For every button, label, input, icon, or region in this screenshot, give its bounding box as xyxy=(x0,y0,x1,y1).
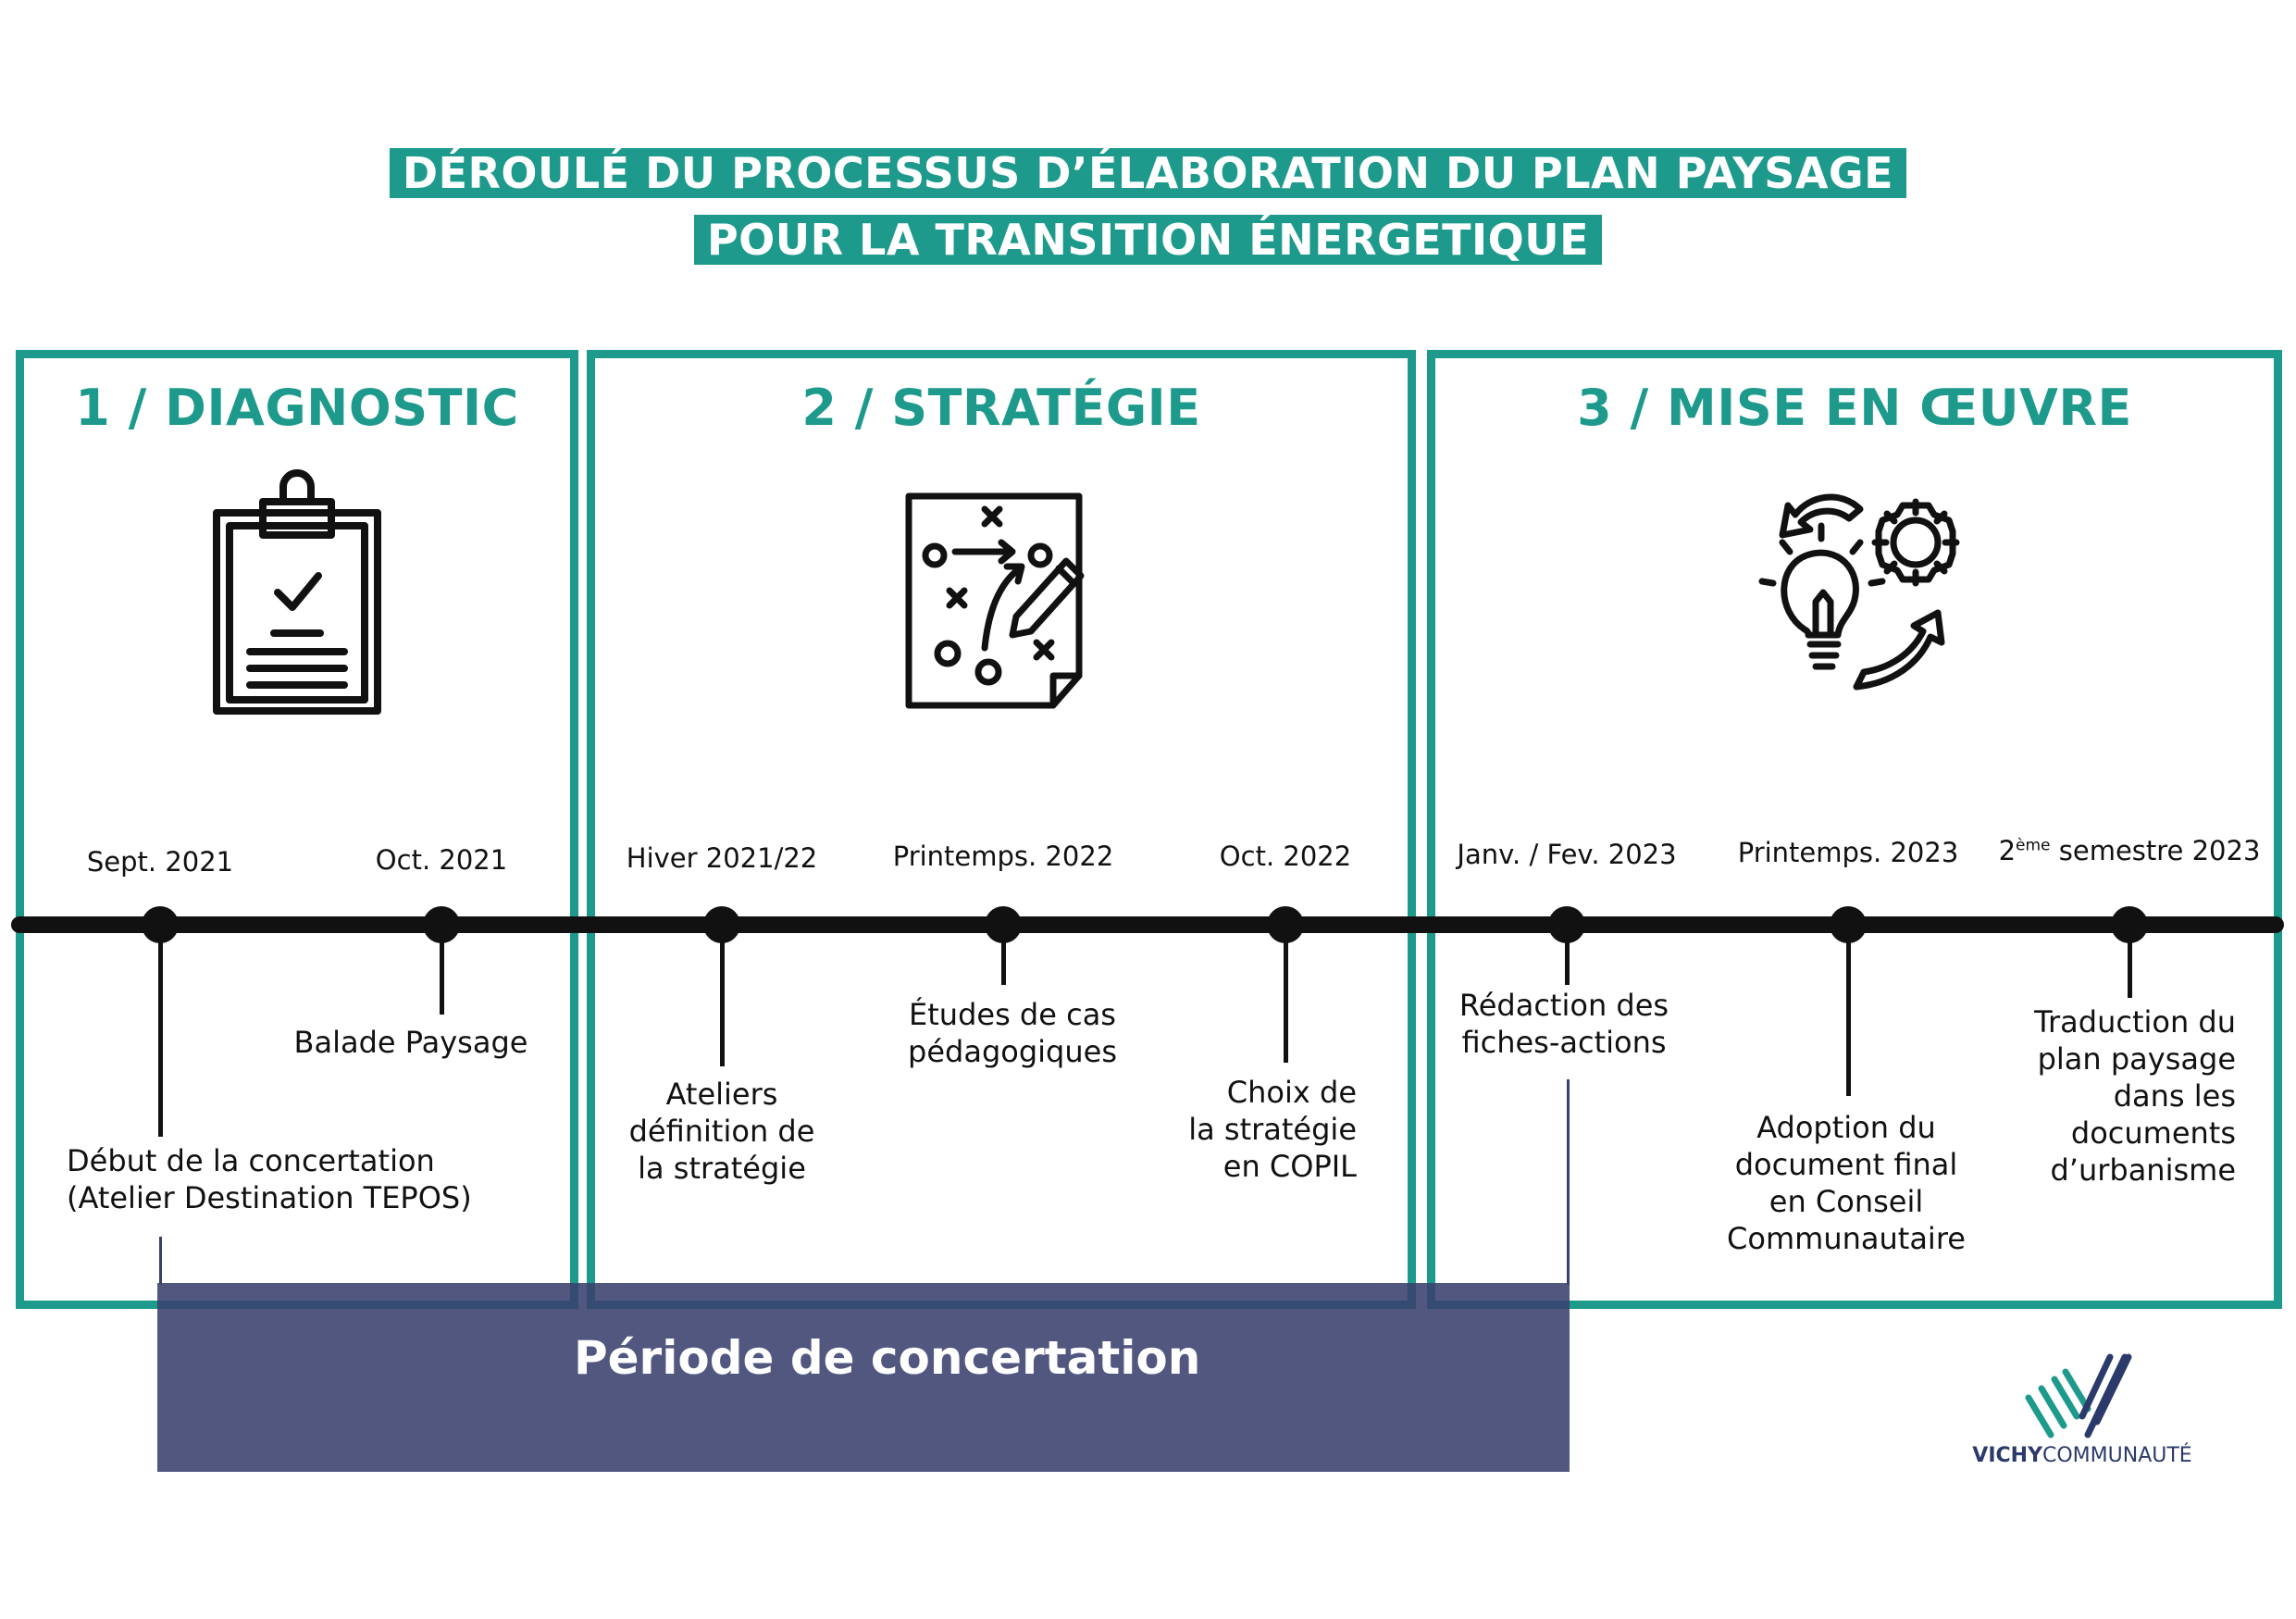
logo-text-light: COMMUNAUTÉ xyxy=(2042,1444,2192,1467)
timeline-stem xyxy=(1001,926,1006,985)
period-label: Période de concertation xyxy=(574,1331,1201,1385)
strategy-plan-icon xyxy=(905,492,1085,709)
title-line-1: DÉROULÉ DU PROCESSUS D’ÉLABORATION DU PL… xyxy=(0,148,2296,198)
title-line-2: POUR LA TRANSITION ÉNERGETIQUE xyxy=(0,215,2296,265)
timeline-stem xyxy=(720,926,725,1066)
clipboard-checklist-icon xyxy=(213,469,381,715)
concertation-period-bar: Période de concertation xyxy=(157,1283,1570,1472)
timeline-stem xyxy=(440,926,444,1015)
date-label: Oct. 2022 xyxy=(1219,841,1352,872)
date-label: Janv. / Fev. 2023 xyxy=(1457,839,1677,870)
phase-title-mise-en-oeuvre: 3 / MISE EN ŒUVRE xyxy=(1577,379,2132,437)
idea-gear-cycle-icon xyxy=(1758,493,1960,691)
logo-mark-icon xyxy=(2025,1353,2132,1438)
timeline-stem xyxy=(2128,926,2132,998)
period-bracket-start xyxy=(159,1237,162,1285)
timeline-stem xyxy=(158,926,163,1137)
date-label: Printemps. 2023 xyxy=(1737,837,1959,868)
timeline-stem xyxy=(1565,926,1570,985)
date-suffix: semestre 2023 xyxy=(2058,835,2261,866)
title-text-2: POUR LA TRANSITION ÉNERGETIQUE xyxy=(693,215,1603,265)
timeline-stem xyxy=(1284,926,1288,1063)
date-label: Oct. 2021 xyxy=(375,844,508,876)
phase-title-diagnostic: 1 / DIAGNOSTIC xyxy=(75,379,519,437)
logo-text-bold: VICHY xyxy=(1972,1444,2042,1467)
date-label: Printemps. 2022 xyxy=(892,841,1114,872)
date-sup: ème xyxy=(2016,836,2051,855)
event-label: Balade Paysage xyxy=(293,1025,528,1060)
phase-box-mise-en-oeuvre: 3 / MISE EN ŒUVRE xyxy=(1427,350,2282,1309)
period-bracket-end xyxy=(1567,1079,1570,1285)
logo-text: VICHYCOMMUNAUTÉ xyxy=(1953,1444,2212,1467)
date-label: Hiver 2021/22 xyxy=(626,842,818,874)
title-text-1: DÉROULÉ DU PROCESSUS D’ÉLABORATION DU PL… xyxy=(389,148,1907,198)
date-label: Sept. 2021 xyxy=(86,846,234,878)
date-prefix: 2 xyxy=(1998,835,2017,866)
vichy-communaute-logo: VICHYCOMMUNAUTÉ xyxy=(1953,1351,2212,1472)
timeline-stem xyxy=(1846,926,1851,1096)
event-label: Début de la concertation(Atelier Destina… xyxy=(67,1143,472,1215)
phase-title-strategie: 2 / STRATÉGIE xyxy=(801,379,1201,437)
timeline-axis xyxy=(11,916,2284,933)
date-label: 2ème semestre 2023 xyxy=(1999,835,2261,866)
